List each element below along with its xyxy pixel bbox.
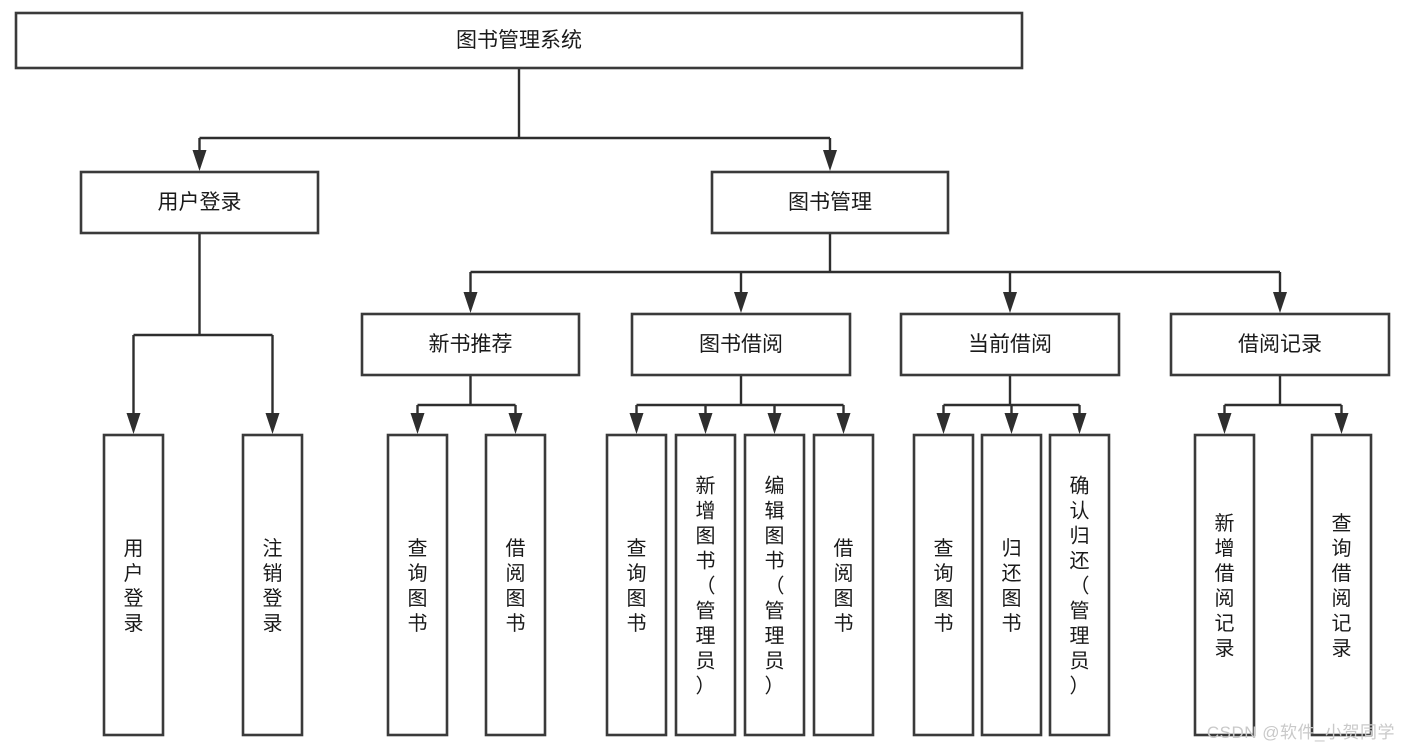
arrow-head-icon [1334,413,1349,434]
node-box-root [14,11,1024,70]
node-label-ret: 归还图书 [1002,537,1022,635]
arrow-head-icon [1217,413,1232,434]
arrow-head-icon [410,413,425,434]
edge-group-newbooks [410,375,523,434]
node-label-q1: 查询图书 [408,537,428,635]
node-label-login: 用户登录 [158,191,242,214]
node-edit[interactable]: 编辑图书（管理员） [743,433,806,737]
node-box-borrow [630,312,852,377]
node-bookmgmt[interactable]: 图书管理 [710,170,950,235]
node-label-q2: 查询图书 [627,537,647,635]
node-root[interactable]: 图书管理系统 [14,11,1024,70]
arrow-head-icon [1003,292,1017,313]
edge-group-root [192,68,837,171]
node-label-newbooks: 新书推荐 [429,333,513,356]
node-current[interactable]: 当前借阅 [899,312,1121,377]
node-box-userlogin [102,433,165,737]
node-q3[interactable]: 查询图书 [912,433,975,737]
node-q2[interactable]: 查询图书 [605,433,668,737]
node-label-b1: 借阅图书 [506,537,526,635]
arrow-head-icon [734,292,748,313]
node-label-borrow: 图书借阅 [699,333,783,356]
arrow-head-icon [463,292,478,313]
edge-group-current [936,375,1087,434]
arrow-head-icon [698,413,713,434]
node-label-edit: 编辑图书（管理员） [765,475,785,698]
arrow-head-icon [1273,292,1287,313]
node-box-b1 [484,433,547,737]
node-login[interactable]: 用户登录 [79,170,320,235]
node-label-root: 图书管理系统 [456,29,582,52]
edge-group-login [126,233,280,434]
node-confirm[interactable]: 确认归还（管理员） [1048,433,1111,737]
node-label-confirm: 确认归还（管理员） [1070,475,1090,698]
node-box-ret [980,433,1043,737]
node-box-confirm [1048,433,1111,737]
node-label-add: 新增图书（管理员） [696,475,716,698]
node-box-b2 [812,433,875,737]
arrow-head-icon [767,413,782,434]
node-box-add [674,433,737,737]
node-box-bookmgmt [710,170,950,235]
arrow-head-icon [1004,413,1019,434]
node-add[interactable]: 新增图书（管理员） [674,433,737,737]
node-b1[interactable]: 借阅图书 [484,433,547,737]
node-q1[interactable]: 查询图书 [386,433,449,737]
node-logout[interactable]: 注销登录 [241,433,304,737]
arrow-head-icon [192,150,207,171]
node-qrec[interactable]: 查询借阅记录 [1310,433,1373,737]
node-box-qrec [1310,433,1373,737]
edge-group-records [1217,375,1349,434]
node-box-edit [743,433,806,737]
node-box-current [899,312,1121,377]
node-label-q3: 查询图书 [934,537,954,635]
edge-group-borrow [629,375,851,434]
node-addrec[interactable]: 新增借阅记录 [1193,433,1256,737]
node-label-addrec: 新增借阅记录 [1215,512,1235,660]
arrow-head-icon [823,150,837,171]
node-b2[interactable]: 借阅图书 [812,433,875,737]
node-records[interactable]: 借阅记录 [1169,312,1391,377]
node-label-logout: 注销登录 [263,537,283,635]
node-label-userlogin: 用户登录 [124,538,144,635]
node-box-logout [241,433,304,737]
node-ret[interactable]: 归还图书 [980,433,1043,737]
arrow-head-icon [936,413,951,434]
node-box-addrec [1193,433,1256,737]
node-label-current: 当前借阅 [968,333,1052,356]
arrow-head-icon [265,413,280,434]
node-box-newbooks [360,312,581,377]
node-label-records: 借阅记录 [1238,333,1322,356]
node-newbooks[interactable]: 新书推荐 [360,312,581,377]
arrow-head-icon [1072,413,1087,434]
node-userlogin[interactable]: 用户登录 [102,433,165,737]
watermark-text: CSDN @软件_小贺同学 [1206,723,1395,742]
edge-group-bookmgmt [463,233,1287,313]
node-label-b2: 借阅图书 [834,537,854,635]
node-borrow[interactable]: 图书借阅 [630,312,852,377]
arrow-head-icon [629,413,644,434]
node-label-qrec: 查询借阅记录 [1332,512,1352,660]
node-box-records [1169,312,1391,377]
arrow-head-icon [126,413,141,434]
node-box-q1 [386,433,449,737]
node-box-q2 [605,433,668,737]
arrow-head-icon [508,413,523,434]
node-label-bookmgmt: 图书管理 [788,191,872,214]
node-box-login [79,170,320,235]
arrow-head-icon [836,413,851,434]
node-box-q3 [912,433,975,737]
